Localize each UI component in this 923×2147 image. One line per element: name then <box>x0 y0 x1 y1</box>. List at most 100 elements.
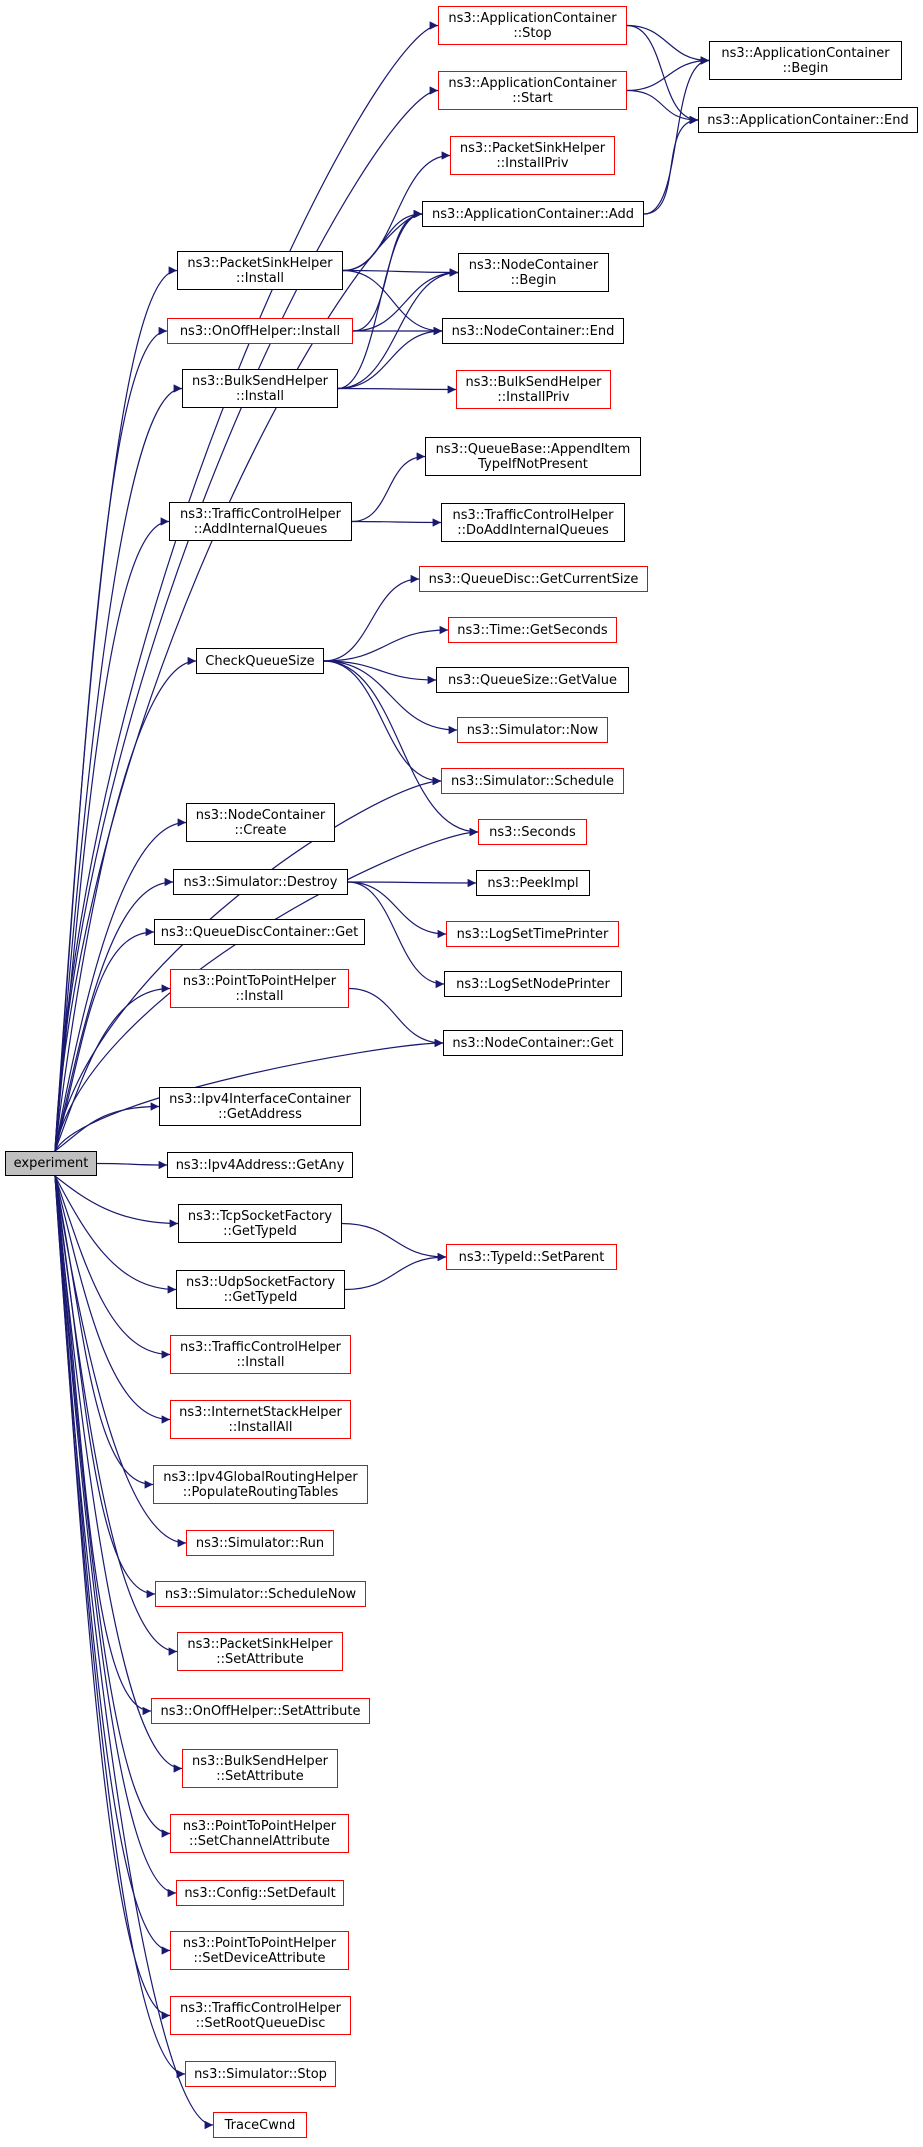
node-bsh-installpriv[interactable]: ns3::BulkSendHelper ::InstallPriv <box>456 370 611 409</box>
node-label: ns3::ApplicationContainer ::Begin <box>721 45 890 76</box>
node-sim-stop[interactable]: ns3::Simulator::Stop <box>185 2061 336 2087</box>
node-app-start[interactable]: ns3::ApplicationContainer ::Start <box>438 71 627 110</box>
edge-bsh_install-to-app_add <box>337 209 423 390</box>
node-label: ns3::ApplicationContainer::End <box>707 112 909 128</box>
node-time-getsec[interactable]: ns3::Time::GetSeconds <box>448 617 617 643</box>
edge-experiment-to-ipv4grh_populate <box>54 1175 154 1489</box>
edge-app_start-to-app_begin <box>626 56 710 92</box>
node-ipv4grh-populate[interactable]: ns3::Ipv4GlobalRoutingHelper ::PopulateR… <box>153 1465 368 1504</box>
edge-tcp_typeid-to-typeid_setparent <box>341 1222 447 1262</box>
node-ipv4addr-getany[interactable]: ns3::Ipv4Address::GetAny <box>167 1152 353 1178</box>
node-qb-append[interactable]: ns3::QueueBase::AppendItem TypeIfNotPres… <box>425 437 641 476</box>
node-psh-install[interactable]: ns3::PacketSinkHelper ::Install <box>177 251 343 290</box>
edge-experiment-to-sim_stop <box>54 1175 186 2079</box>
node-label: ns3::QueueSize::GetValue <box>447 672 618 688</box>
node-label: ns3::Ipv4Address::GetAny <box>175 1157 345 1173</box>
edge-experiment-to-app_add <box>54 209 423 1152</box>
edge-checkq-to-sim_schedule <box>323 660 442 786</box>
node-label: ns3::PeekImpl <box>487 875 579 891</box>
node-nc-create[interactable]: ns3::NodeContainer ::Create <box>186 803 335 842</box>
node-sim-schedulenow[interactable]: ns3::Simulator::ScheduleNow <box>155 1581 366 1607</box>
edge-experiment-to-bsh_setattr <box>54 1175 183 1773</box>
node-psh-setattr[interactable]: ns3::PacketSinkHelper ::SetAttribute <box>177 1632 343 1671</box>
node-log-nodeprinter[interactable]: ns3::LogSetNodePrinter <box>444 971 622 997</box>
edge-bsh_install-to-nc_end <box>337 326 443 390</box>
edge-sim_destroy-to-log_timeprinter <box>347 881 447 939</box>
node-label: ns3::TrafficControlHelper ::AddInternalQ… <box>179 506 342 537</box>
node-label: ns3::ApplicationContainer ::Start <box>448 75 617 106</box>
node-label: ns3::Simulator::ScheduleNow <box>164 1586 357 1602</box>
node-tcp-typeid[interactable]: ns3::TcpSocketFactory ::GetTypeId <box>178 1204 342 1243</box>
edge-experiment-to-checkq <box>54 656 197 1152</box>
edge-sim_destroy-to-log_nodeprinter <box>347 881 445 989</box>
node-label: ns3::Time::GetSeconds <box>457 622 608 638</box>
node-log-timeprinter[interactable]: ns3::LogSetTimePrinter <box>446 921 619 947</box>
node-tch-install[interactable]: ns3::TrafficControlHelper ::Install <box>170 1335 351 1374</box>
node-p2p-setchannel[interactable]: ns3::PointToPointHelper ::SetChannelAttr… <box>170 1814 349 1853</box>
node-label: ns3::QueueBase::AppendItem TypeIfNotPres… <box>435 441 631 472</box>
edge-experiment-to-sim_schedule <box>54 776 442 1152</box>
node-label: ns3::Simulator::Now <box>466 722 599 738</box>
node-peekimpl[interactable]: ns3::PeekImpl <box>476 870 590 896</box>
node-qs-getval[interactable]: ns3::QueueSize::GetValue <box>436 667 629 693</box>
node-label: ns3::TrafficControlHelper ::SetRootQueue… <box>179 2000 342 2031</box>
node-experiment: experiment <box>5 1151 97 1176</box>
node-label: ns3::LogSetTimePrinter <box>456 926 609 942</box>
node-app-add[interactable]: ns3::ApplicationContainer::Add <box>422 201 644 227</box>
node-tch-setroot[interactable]: ns3::TrafficControlHelper ::SetRootQueue… <box>170 1996 351 2035</box>
node-nc-end[interactable]: ns3::NodeContainer::End <box>442 318 624 344</box>
node-nc-get[interactable]: ns3::NodeContainer::Get <box>443 1030 623 1056</box>
edge-experiment-to-tch_install <box>54 1175 171 1359</box>
node-tch-addq[interactable]: ns3::TrafficControlHelper ::AddInternalQ… <box>169 502 352 541</box>
node-psh-installpriv[interactable]: ns3::PacketSinkHelper ::InstallPriv <box>450 136 615 175</box>
node-p2p-setdevice[interactable]: ns3::PointToPointHelper ::SetDeviceAttri… <box>170 1931 349 1970</box>
node-label: ns3::TrafficControlHelper ::DoAddInterna… <box>452 507 614 538</box>
edge-experiment-to-psh_setattr <box>54 1175 178 1656</box>
node-label: ns3::TypeId::SetParent <box>458 1249 605 1265</box>
node-app-stop[interactable]: ns3::ApplicationContainer ::Stop <box>438 6 627 45</box>
edge-sim_destroy-to-peekimpl <box>347 878 477 888</box>
node-label: TraceCwnd <box>224 2117 296 2133</box>
edge-psh_install-to-nc_begin <box>342 268 459 277</box>
node-udp-typeid[interactable]: ns3::UdpSocketFactory ::GetTypeId <box>176 1270 345 1309</box>
node-onoff-install[interactable]: ns3::OnOffHelper::Install <box>167 318 353 344</box>
node-label: ns3::BulkSendHelper ::Install <box>191 373 329 404</box>
node-sim-schedule[interactable]: ns3::Simulator::Schedule <box>441 768 624 794</box>
edge-bsh_install-to-nc_begin <box>337 268 459 390</box>
node-sim-run[interactable]: ns3::Simulator::Run <box>186 1530 334 1556</box>
node-bsh-install[interactable]: ns3::BulkSendHelper ::Install <box>182 369 338 408</box>
node-config-setdefault[interactable]: ns3::Config::SetDefault <box>176 1880 344 1906</box>
node-label: ns3::BulkSendHelper ::SetAttribute <box>191 1753 329 1784</box>
edge-tch_addq-to-qb_append <box>351 452 426 523</box>
node-label: ns3::LogSetNodePrinter <box>456 976 610 992</box>
node-label: ns3::NodeContainer ::Begin <box>468 257 599 288</box>
node-p2p-install[interactable]: ns3::PointToPointHelper ::Install <box>170 969 349 1008</box>
node-label: experiment <box>13 1156 89 1171</box>
node-onoff-setattr[interactable]: ns3::OnOffHelper::SetAttribute <box>151 1698 370 1724</box>
node-label: ns3::Ipv4GlobalRoutingHelper ::PopulateR… <box>163 1469 358 1500</box>
node-sim-destroy[interactable]: ns3::Simulator::Destroy <box>173 869 348 895</box>
node-qd-getsize[interactable]: ns3::QueueDisc::GetCurrentSize <box>419 566 648 592</box>
node-tch-doadd[interactable]: ns3::TrafficControlHelper ::DoAddInterna… <box>441 503 625 542</box>
node-checkq[interactable]: CheckQueueSize <box>196 648 324 674</box>
node-typeid-setparent[interactable]: ns3::TypeId::SetParent <box>446 1244 617 1270</box>
edge-experiment-to-ipv4addr_getany <box>96 1160 168 1170</box>
node-seconds[interactable]: ns3::Seconds <box>478 819 587 845</box>
node-label: ns3::TrafficControlHelper ::Install <box>179 1339 342 1370</box>
node-nc-begin[interactable]: ns3::NodeContainer ::Begin <box>458 253 609 292</box>
node-app-end[interactable]: ns3::ApplicationContainer::End <box>698 107 918 133</box>
edge-psh_install-to-app_add <box>342 209 423 272</box>
node-qdc-get[interactable]: ns3::QueueDiscContainer::Get <box>154 919 365 945</box>
node-label: ns3::NodeContainer ::Create <box>195 807 326 838</box>
node-app-begin[interactable]: ns3::ApplicationContainer ::Begin <box>709 41 902 80</box>
edge-experiment-to-tracecwnd <box>54 1175 214 2130</box>
node-sim-now[interactable]: ns3::Simulator::Now <box>457 717 608 743</box>
edge-experiment-to-config_setdefault <box>54 1175 177 1898</box>
node-ish-installall[interactable]: ns3::InternetStackHelper ::InstallAll <box>170 1400 351 1439</box>
node-bsh-setattr[interactable]: ns3::BulkSendHelper ::SetAttribute <box>182 1749 338 1788</box>
node-tracecwnd[interactable]: TraceCwnd <box>213 2112 307 2138</box>
node-label: ns3::Config::SetDefault <box>184 1885 336 1901</box>
node-label: ns3::NodeContainer::End <box>451 323 615 339</box>
node-ipv4ic-getaddr[interactable]: ns3::Ipv4InterfaceContainer ::GetAddress <box>159 1087 361 1126</box>
